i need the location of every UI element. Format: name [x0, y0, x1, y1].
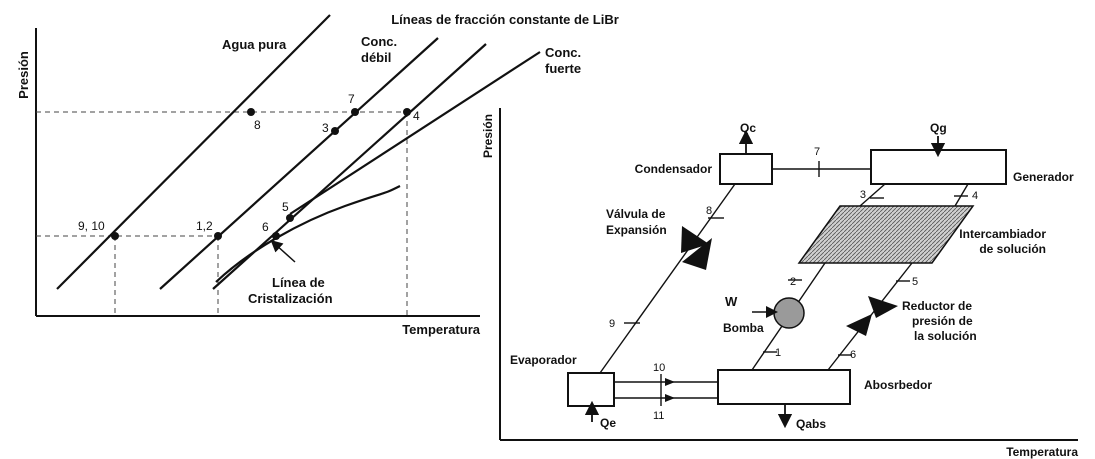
state-ticks — [624, 161, 968, 406]
absorber-box — [717, 369, 851, 405]
point-1-2-label: 1,2 — [196, 219, 213, 233]
state-2-label: 2 — [790, 276, 796, 288]
w-label: W — [725, 294, 738, 309]
state-9-label: 9 — [609, 318, 615, 330]
point-9-10-marker — [111, 232, 119, 240]
strong-conc-label-1: Conc. — [545, 45, 581, 60]
point-7-marker — [351, 108, 359, 116]
qg-label: Qg — [930, 121, 947, 135]
strong-concentration-line — [289, 51, 541, 215]
guide-lines — [36, 111, 408, 316]
left-diagram-title: Líneas de fracción constante de LiBr — [391, 12, 619, 27]
heat-exchanger-label-2: de solución — [979, 242, 1046, 256]
state-1-label: 1 — [775, 347, 781, 359]
left-x-axis-label: Temperatura — [402, 322, 481, 337]
point-6-label: 6 — [262, 220, 269, 234]
pure-water-line — [56, 14, 331, 290]
point-5-label: 5 — [282, 200, 289, 214]
qabs-label: Qabs — [796, 417, 826, 431]
point-4-label: 4 — [413, 109, 420, 123]
expansion-valve-label-2: Expansión — [606, 223, 667, 237]
point-9-10-label: 9, 10 — [78, 219, 105, 233]
point-5-marker — [286, 214, 294, 222]
condenser-box — [719, 153, 773, 185]
right-x-axis-label: Temperatura — [1006, 445, 1078, 459]
condenser-label: Condensador — [635, 162, 713, 176]
evaporator-label: Evaporador — [510, 353, 577, 367]
reducer-label-2: presión de — [912, 314, 973, 328]
pure-water-label: Agua pura — [222, 37, 287, 52]
weak-concentration-line-a — [159, 37, 439, 290]
state-10-label: 10 — [653, 362, 665, 374]
point-4-marker — [403, 108, 411, 116]
generator-box — [870, 149, 1007, 185]
absorber-label: Abosrbedor — [864, 378, 932, 392]
point-7-label: 7 — [348, 92, 355, 106]
line-3 — [859, 183, 886, 207]
weak-conc-label-1: Conc. — [361, 34, 397, 49]
state-4-label: 4 — [972, 190, 978, 202]
state-5-label: 5 — [912, 276, 918, 288]
crystallization-label-1: Línea de — [272, 275, 325, 290]
crystallization-label-2: Cristalización — [248, 291, 333, 306]
state-7-label: 7 — [814, 146, 820, 158]
point-8-marker — [247, 108, 255, 116]
absorption-cycle-schematic: Presión Temperatura — [481, 108, 1078, 459]
point-8-label: 8 — [254, 118, 261, 132]
left-y-axis-label: Presión — [16, 51, 31, 99]
flow-11-arrow — [665, 394, 675, 402]
right-y-axis-label: Presión — [481, 114, 495, 158]
pump-icon — [773, 297, 805, 329]
qe-label: Qe — [600, 416, 616, 430]
pressure-reducer-valve-icon — [846, 296, 898, 336]
point-1-2-marker — [214, 232, 222, 240]
heat-exchanger-label-1: Intercambiador — [959, 227, 1046, 241]
line-4 — [954, 183, 969, 207]
pump-label: Bomba — [723, 321, 764, 335]
strong-conc-label-2: fuerte — [545, 61, 581, 76]
point-6-marker — [272, 232, 280, 240]
state-11-label: 11 — [653, 410, 664, 422]
expansion-valve-icon — [681, 226, 712, 270]
qc-label: Qc — [740, 121, 756, 135]
point-3-label: 3 — [322, 121, 329, 135]
line-8-9 — [599, 183, 736, 374]
evaporator-box — [567, 372, 615, 407]
reducer-label-3: la solución — [914, 329, 977, 343]
generator-label: Generador — [1013, 170, 1074, 184]
state-3-label: 3 — [860, 189, 866, 201]
pressure-temperature-diagram: Presión Temperatura Líneas de fracción c… — [16, 12, 619, 337]
flow-10-arrow — [665, 378, 675, 386]
crystallization-arrow — [270, 239, 296, 263]
state-6-label: 6 — [850, 349, 856, 361]
state-8-label: 8 — [706, 205, 712, 217]
reducer-label-1: Reductor de — [902, 299, 972, 313]
weak-conc-label-2: débil — [361, 50, 391, 65]
crystallization-line — [215, 185, 401, 283]
point-3-marker — [331, 127, 339, 135]
solution-heat-exchanger — [797, 205, 975, 264]
expansion-valve-label-1: Válvula de — [606, 207, 666, 221]
